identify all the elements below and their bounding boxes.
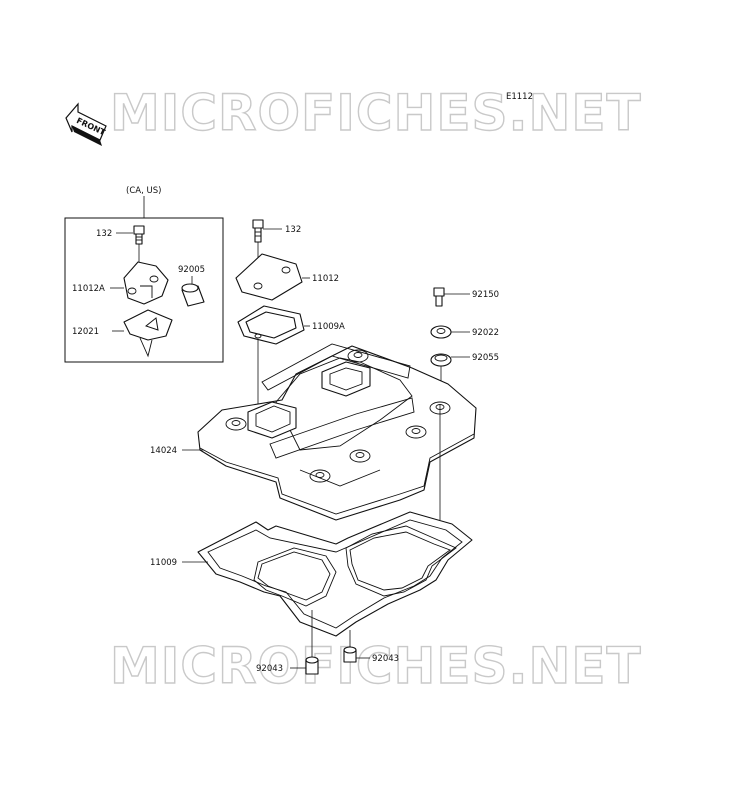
label-11012A: 11012A <box>72 284 105 294</box>
inset-bolt <box>116 225 145 270</box>
label-92150: 92150 <box>472 290 499 300</box>
inset-plug <box>181 276 205 307</box>
dowel-pin-left <box>290 610 319 675</box>
label-14024: 14024 <box>150 446 177 456</box>
gasket-plate <box>237 305 310 410</box>
label-12021: 12021 <box>72 327 99 337</box>
main-gasket <box>182 511 473 637</box>
label-92043-right: 92043 <box>372 654 399 664</box>
watermark-top: MICROFICHES.NET <box>110 84 642 142</box>
inset-pad <box>112 309 173 358</box>
inset-caption: (CA, US) <box>126 186 161 196</box>
dowel-pin-right <box>343 630 370 663</box>
diagram-code: E1112 <box>506 92 533 102</box>
cover-plate <box>235 253 310 301</box>
label-92022: 92022 <box>472 328 499 338</box>
washer <box>430 325 470 339</box>
label-92043-left: 92043 <box>256 664 283 674</box>
front-arrow-icon: FRONT <box>65 102 107 146</box>
label-92005: 92005 <box>178 265 205 275</box>
label-11012: 11012 <box>312 274 339 284</box>
label-92055: 92055 <box>472 353 499 363</box>
label-11009A: 11009A <box>312 322 345 332</box>
head-cover <box>182 343 477 521</box>
label-11009: 11009 <box>150 558 177 568</box>
top-bolt <box>252 219 282 258</box>
right-bolt <box>433 287 470 307</box>
label-132-top: 132 <box>285 225 301 235</box>
watermark-bottom: MICROFICHES.NET <box>110 637 642 695</box>
inset-cap <box>110 261 169 305</box>
label-132-inset: 132 <box>96 229 112 239</box>
inset-box: (CA, US) <box>64 186 224 363</box>
